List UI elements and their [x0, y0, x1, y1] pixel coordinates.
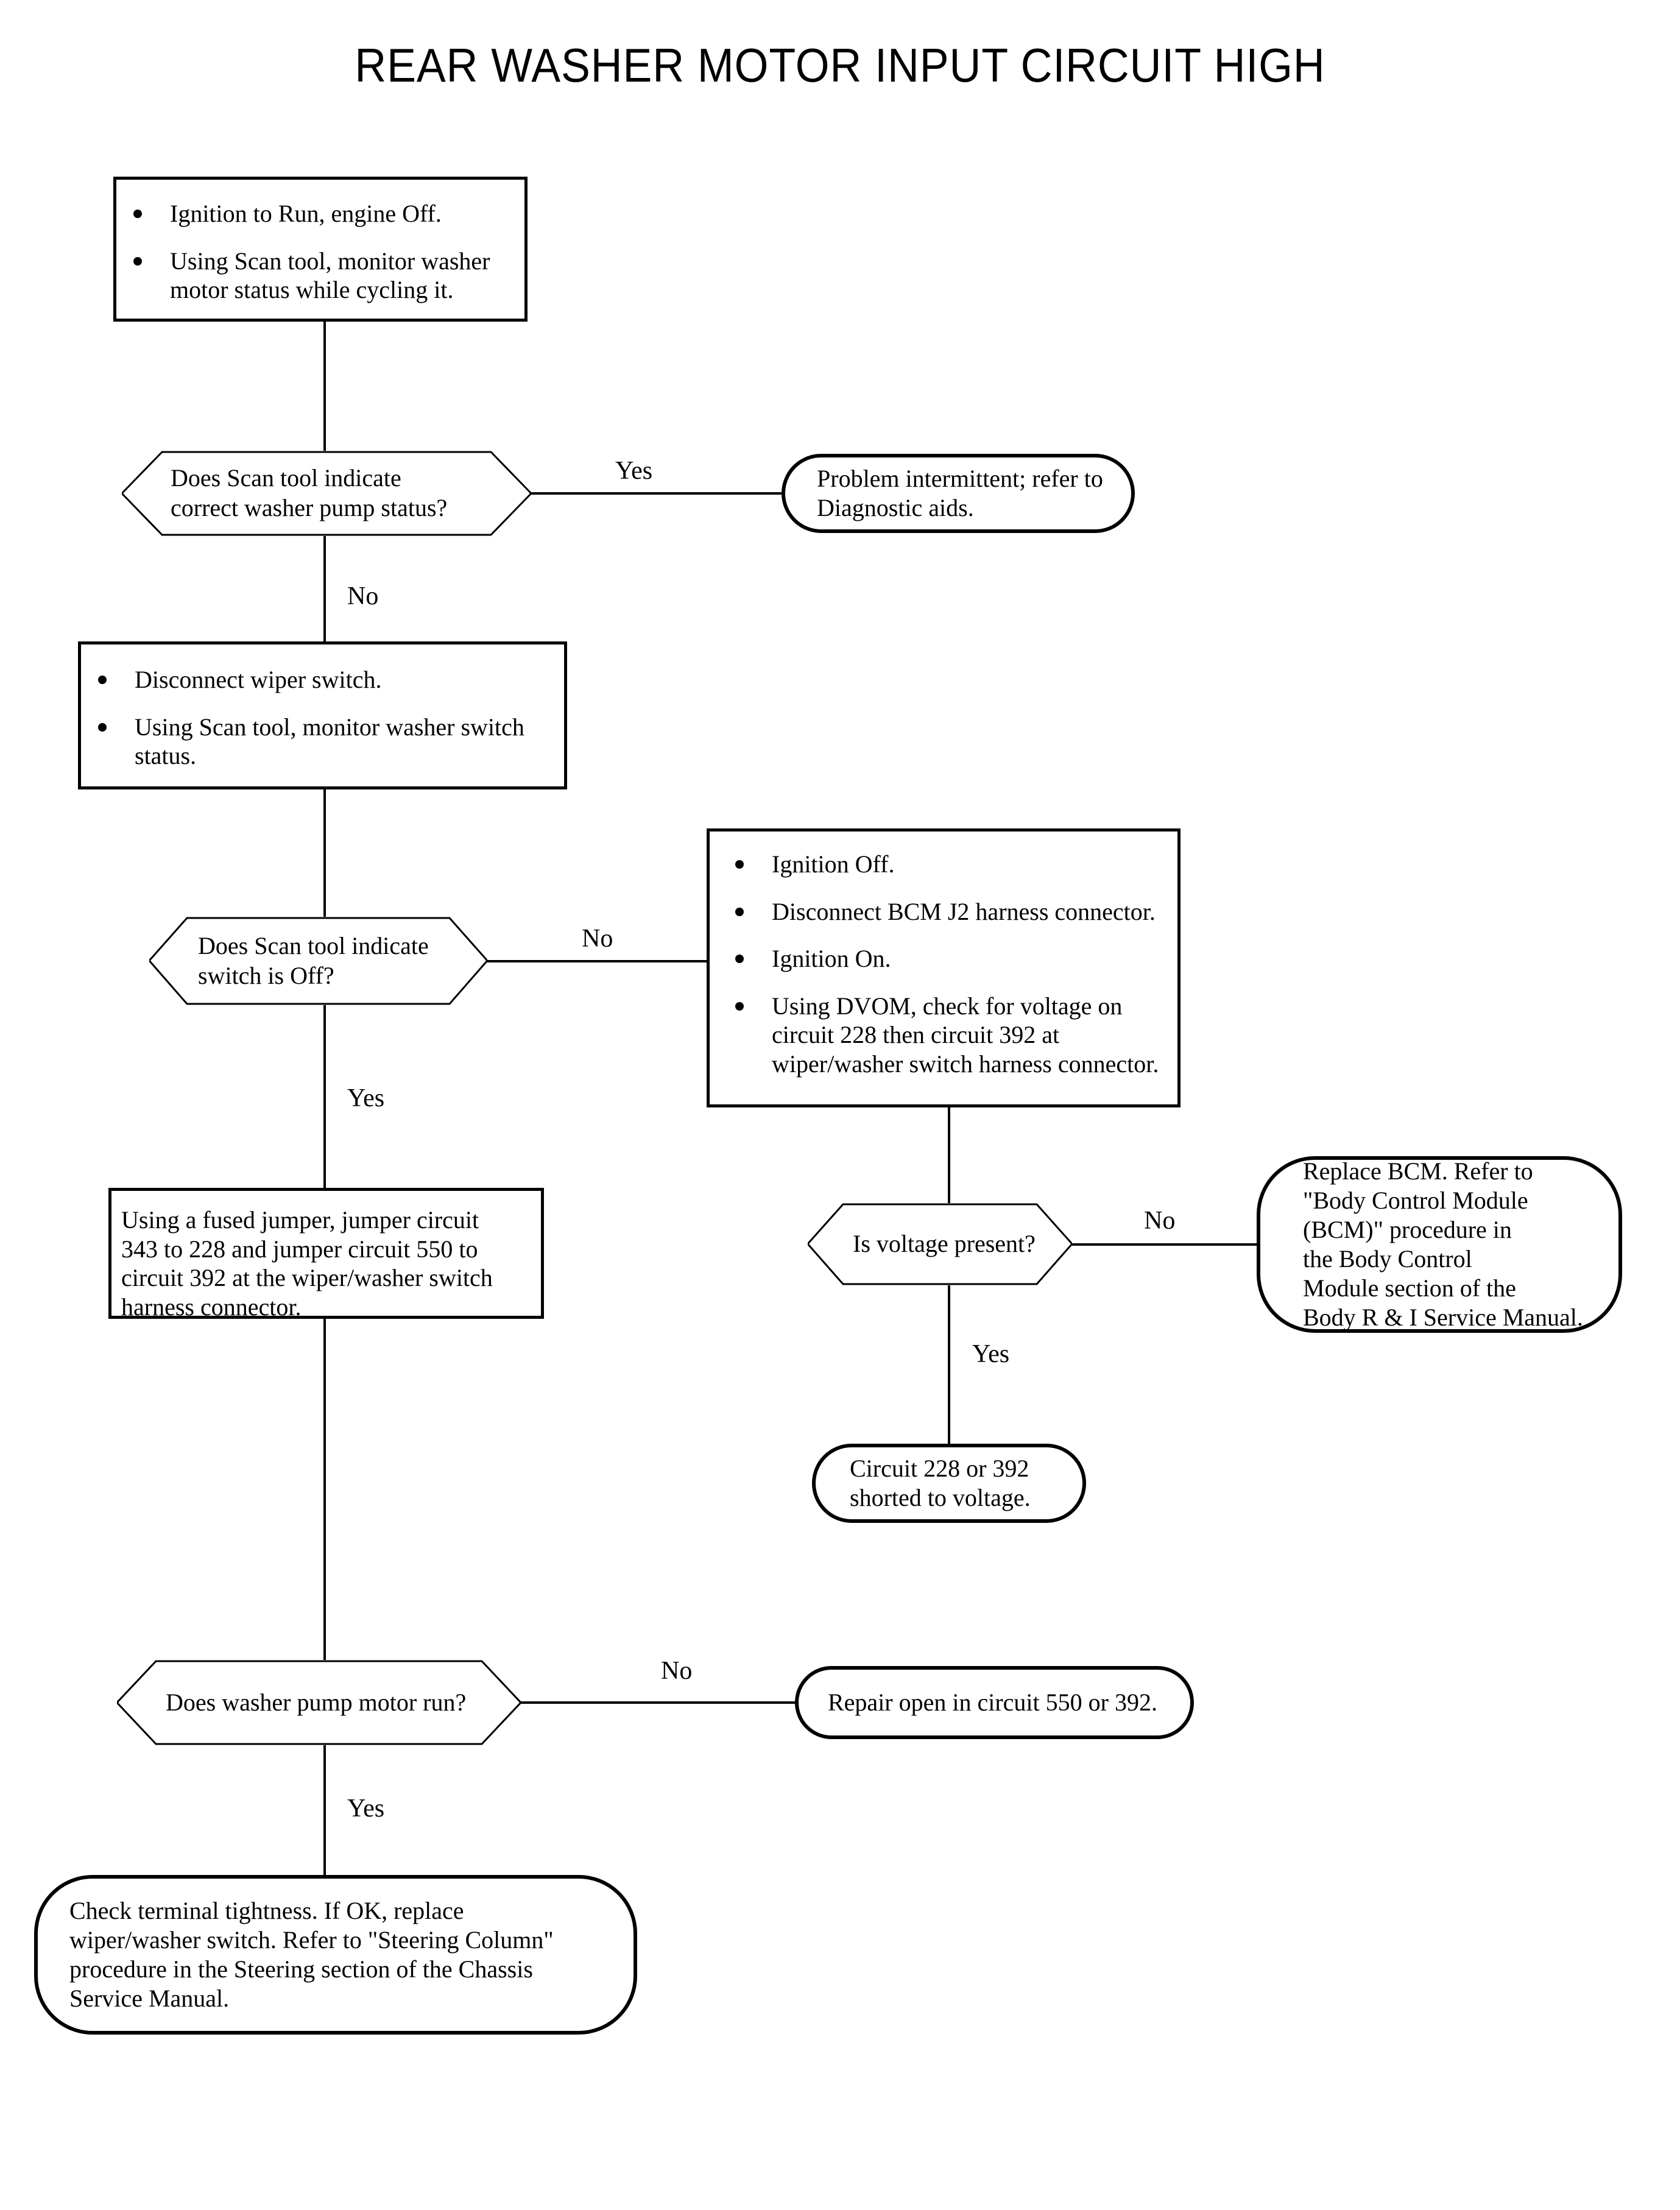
outcome-line-2: "Body Control Module [1303, 1187, 1528, 1214]
outcome-check-terminal-tightness: Check terminal tightness. If OK, replace… [34, 1875, 637, 2035]
decision-line-2: correct washer pump status? [171, 494, 448, 521]
branch-label-d1-no: No [347, 582, 379, 610]
list-item: Using Scan tool, monitor washer motor st… [125, 247, 515, 305]
outcome-label: Check terminal tightness. If OK, replace… [38, 1896, 554, 2013]
branch-label-d2-no: No [582, 925, 613, 953]
decision-line-1: Does Scan tool indicate [198, 931, 429, 959]
outcome-label: Repair open in circuit 550 or 392. [799, 1688, 1157, 1717]
process-step-3: Ignition Off. Disconnect BCM J2 harness … [707, 828, 1181, 1107]
list-item: Ignition On. [727, 944, 1168, 973]
jumper-line-4: harness connector. [121, 1293, 302, 1321]
decision-scan-tool-pump-status: Does Scan tool indicate correct washer p… [122, 451, 531, 536]
hexagon-shape [808, 1203, 1072, 1285]
branch-label-d3-yes: Yes [972, 1340, 1010, 1368]
jumper-line-2: 343 to 228 and jumper circuit 550 to [121, 1235, 478, 1263]
outcome-line-3: (BCM)" procedure in [1303, 1216, 1512, 1243]
outcome-line-6: Body R & I Service Manual. [1303, 1304, 1583, 1331]
outcome-circuit-shorted-to-voltage: Circuit 228 or 392 shorted to voltage. [812, 1444, 1086, 1523]
branch-label-d1-yes: Yes [615, 457, 653, 485]
process-step-jumper: Using a fused jumper, jumper circuit 343… [108, 1188, 544, 1321]
branch-label-d2-yes: Yes [347, 1084, 385, 1112]
outcome-line-2: shorted to voltage. [850, 1484, 1031, 1511]
page-title: REAR WASHER MOTOR INPUT CIRCUIT HIGH [355, 38, 1325, 92]
outcome-line-4: the Body Control [1303, 1245, 1472, 1273]
list-item: Using DVOM, check for voltage on circuit… [727, 992, 1168, 1079]
list-item: Disconnect wiper switch. [90, 665, 554, 694]
process-step-1: Ignition to Run, engine Off. Using Scan … [113, 177, 528, 322]
outcome-label: Replace BCM. Refer to "Body Control Modu… [1260, 1157, 1583, 1332]
decision-label: Does Scan tool indicate switch is Off? [149, 931, 429, 991]
outcome-label: Problem intermittent; refer to Diagnosti… [785, 464, 1103, 523]
decision-is-voltage-present: Is voltage present? [808, 1203, 1072, 1285]
list-item: Ignition to Run, engine Off. [125, 199, 515, 228]
list-item: Using Scan tool, monitor washer switch s… [90, 713, 554, 771]
outcome-line-5: Module section of the [1303, 1274, 1516, 1302]
decision-line-1: Does washer pump motor run? [166, 1688, 467, 1716]
branch-label-d3-no: No [1144, 1207, 1176, 1235]
step-2-bullet-list: Disconnect wiper switch. Using Scan tool… [90, 665, 554, 771]
hexagon-shape [117, 1660, 521, 1745]
jumper-line-1: Using a fused jumper, jumper circuit [121, 1206, 479, 1234]
hexagon-shape [149, 917, 487, 1005]
decision-switch-is-off: Does Scan tool indicate switch is Off? [149, 917, 487, 1005]
outcome-repair-open: Repair open in circuit 550 or 392. [795, 1666, 1194, 1739]
outcome-line-1: Replace BCM. Refer to [1303, 1157, 1533, 1185]
list-item: Disconnect BCM J2 harness connector. [727, 897, 1168, 927]
decision-line-1: Is voltage present? [853, 1230, 1036, 1258]
outcome-line-2: wiper/washer switch. Refer to "Steering … [69, 1926, 554, 1954]
outcome-line-1: Repair open in circuit 550 or 392. [828, 1689, 1157, 1716]
jumper-text: Using a fused jumper, jumper circuit 343… [121, 1206, 534, 1321]
outcome-label: Circuit 228 or 392 shorted to voltage. [816, 1454, 1031, 1513]
outcome-line-2: Diagnostic aids. [817, 494, 974, 521]
outcome-problem-intermittent: Problem intermittent; refer to Diagnosti… [782, 454, 1135, 533]
jumper-line-3: circuit 392 at the wiper/washer switch [121, 1264, 493, 1292]
decision-does-washer-pump-motor-run: Does washer pump motor run? [117, 1660, 521, 1745]
step-3-bullet-list: Ignition Off. Disconnect BCM J2 harness … [727, 850, 1168, 1079]
outcome-replace-bcm: Replace BCM. Refer to "Body Control Modu… [1257, 1156, 1622, 1333]
outcome-line-4: Service Manual. [69, 1985, 230, 2012]
branch-label-d4-no: No [661, 1657, 693, 1685]
outcome-line-1: Problem intermittent; refer to [817, 465, 1103, 492]
outcome-line-3: procedure in the Steering section of the… [69, 1955, 533, 1983]
decision-label: Does washer pump motor run? [117, 1688, 466, 1718]
decision-label: Is voltage present? [808, 1229, 1036, 1259]
branch-label-d4-yes: Yes [347, 1795, 385, 1823]
hexagon-shape [122, 451, 531, 536]
decision-line-1: Does Scan tool indicate [171, 464, 401, 492]
outcome-line-1: Circuit 228 or 392 [850, 1455, 1029, 1482]
step-1-bullet-list: Ignition to Run, engine Off. Using Scan … [125, 199, 515, 305]
outcome-line-1: Check terminal tightness. If OK, replace [69, 1897, 464, 1924]
decision-line-2: switch is Off? [198, 961, 334, 989]
list-item: Ignition Off. [727, 850, 1168, 879]
process-step-2: Disconnect wiper switch. Using Scan tool… [78, 641, 567, 789]
decision-label: Does Scan tool indicate correct washer p… [122, 464, 447, 523]
